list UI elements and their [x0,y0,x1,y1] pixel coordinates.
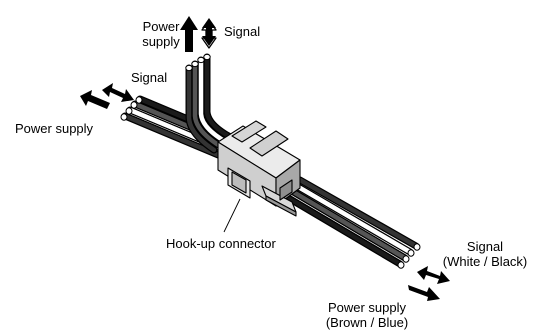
label-right-power-line1: Power supply [327,300,407,315]
label-right-signal-line2: (White / Black) [442,254,528,269]
hook-up-connector [217,120,301,217]
label-connector: Hook-up connector [166,236,276,251]
right-wire-ends [397,243,421,269]
arrow-left-power [80,90,110,109]
arrow-right-power [408,285,440,301]
label-right-power: Power supply (Brown / Blue) [305,300,429,330]
arrow-right-signal-bidirectional [417,266,450,284]
top-wire-ends [185,53,211,72]
left-wire-ends [120,96,143,121]
label-top-signal: Signal [224,24,261,39]
label-top-power-line1: Power [142,19,180,34]
label-left-power: Power supply [15,121,94,136]
label-top-power-line2: supply [142,34,180,49]
arrow-top-signal-bidirectional [201,18,217,49]
label-left-signal: Signal [131,70,168,85]
label-right-power-line2: (Brown / Blue) [325,315,409,330]
connector-leader-line [223,198,241,233]
label-right-signal-line1: Signal [466,239,504,254]
branch-cable [185,53,236,154]
label-right-signal: Signal (White / Black) [420,239,550,269]
label-top-power: Power supply [136,19,186,49]
arrow-left-signal-bidirectional [102,83,134,102]
arrow-top-power-up [180,16,198,52]
